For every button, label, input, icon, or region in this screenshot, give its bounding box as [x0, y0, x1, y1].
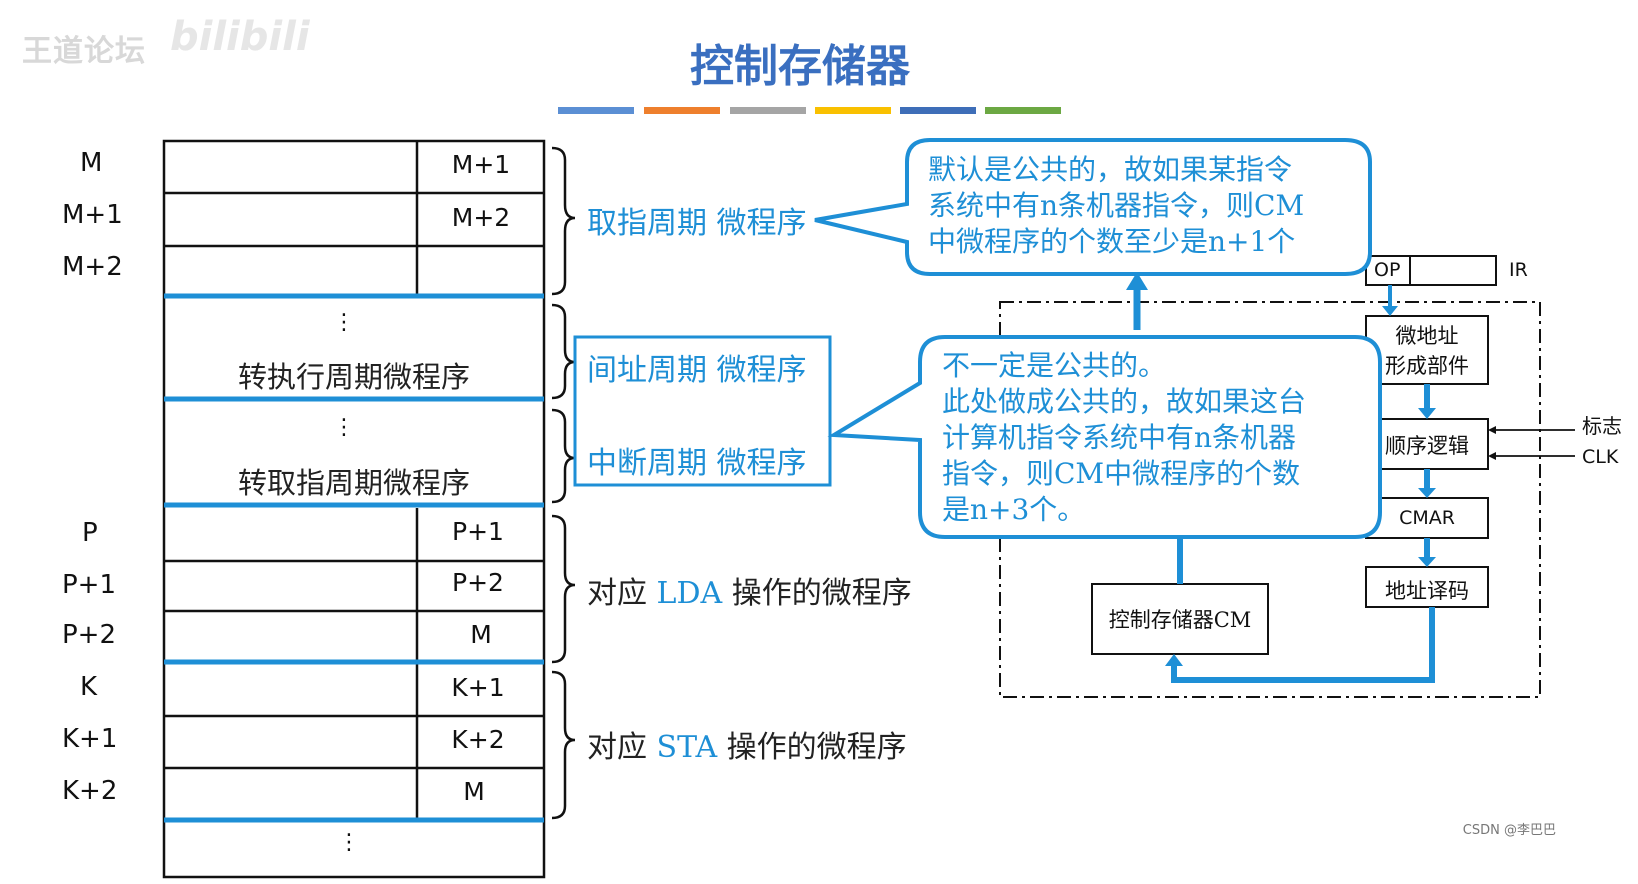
seq-logic-box: 顺序逻辑 [1385, 434, 1469, 458]
callout-bottom-text: 不一定是公共的。 此处做成公共的，故如果这台 计算机指令系统中有n条机器 指令，… [942, 348, 1306, 528]
lda-label: 对应 LDA 操作的微程序 [587, 568, 912, 612]
addr-gen-line: 形成部件 [1385, 354, 1469, 378]
section-separators [164, 293, 544, 823]
control-memory-box: 控制存储器CM [1108, 608, 1252, 632]
cmar-box: CMAR [1399, 507, 1455, 529]
lda-label-suffix: 操作的微程序 [722, 576, 912, 611]
next-addr-cell: M+1 [451, 150, 511, 179]
watermark-logo: bilibili [170, 14, 310, 60]
watermark-text: 王道论坛 [22, 34, 146, 69]
indirect-label: 间址周期 微程序 [587, 353, 807, 388]
lda-label-prefix: 对应 [587, 576, 657, 611]
callout-top-text: 默认是公共的，故如果某指令 系统中有n条机器指令，则CM 中微程序的个数至少是n… [928, 152, 1304, 260]
addr-label: M+2 [62, 252, 123, 282]
ellipsis-vertical: ⋮ [333, 310, 355, 335]
addr-label: M+1 [62, 200, 123, 230]
flag-label: 标志 [1582, 414, 1622, 438]
interrupt-block-text: 转取指周期微程序 [237, 466, 470, 500]
addr-gen-box: 微地址 形成部件 [1366, 320, 1488, 380]
fetch-label: 取指周期 微程序 [587, 206, 807, 241]
page-title: 控制存储器 [690, 41, 910, 92]
callout-line: 系统中有n条机器指令，则CM [928, 189, 1305, 222]
addr-decode-box: 地址译码 [1385, 579, 1469, 603]
interrupt-label: 中断周期 微程序 [587, 446, 807, 481]
addr-label: K+2 [62, 776, 118, 806]
next-addr-cell: K+2 [451, 725, 505, 754]
next-addr-cell: M+2 [451, 203, 511, 232]
callout-line: 默认是公共的，故如果某指令 [928, 153, 1293, 186]
ir-label: IR [1509, 259, 1528, 281]
sta-label: 对应 STA 操作的微程序 [587, 722, 907, 766]
clk-label: CLK [1582, 446, 1619, 468]
callout-top-bubble [814, 138, 1372, 276]
next-addr-cell: P+1 [452, 517, 504, 546]
callout-line: 计算机指令系统中有n条机器 [942, 421, 1297, 454]
ellipsis-vertical: ⋮ [333, 415, 355, 440]
callout-line: 是n+3个。 [942, 493, 1086, 526]
sta-label-suffix: 操作的微程序 [717, 730, 907, 765]
addr-gen-line: 微地址 [1395, 324, 1459, 348]
controller-arrows [1126, 272, 1436, 683]
indirect-interrupt-box [573, 335, 832, 487]
callout-line: 此处做成公共的，故如果这台 [942, 385, 1307, 418]
addr-label: M [80, 148, 103, 178]
sta-label-prefix: 对应 [587, 730, 657, 765]
controller-frame [999, 301, 1541, 698]
addr-label: K+1 [62, 724, 118, 754]
callout-line: 不一定是公共的。 [942, 349, 1167, 382]
ellipsis-vertical: ⋮ [338, 830, 360, 855]
addr-label: P [82, 518, 98, 548]
indirect-block-text: 转执行周期微程序 [237, 360, 470, 394]
op-field: OP [1374, 259, 1401, 281]
memory-table [162, 139, 546, 879]
callout-top-tail [814, 216, 831, 222]
sta-op: STA [656, 730, 718, 765]
callout-bottom-bubble [827, 335, 1382, 539]
lda-op: LDA [656, 576, 723, 611]
input-arrows [1488, 426, 1575, 460]
addr-label: P+2 [62, 620, 117, 650]
next-addr-cell: P+2 [452, 568, 504, 597]
braces [551, 146, 576, 820]
footer-credit: CSDN @李巴巴 [1462, 823, 1556, 838]
addr-label: K [80, 672, 98, 702]
color-bar [558, 107, 1061, 114]
next-addr-cell: M [463, 777, 485, 806]
addr-label: P+1 [62, 570, 117, 600]
next-addr-cell: M [470, 620, 492, 649]
callout-line: 中微程序的个数至少是n+1个 [928, 225, 1296, 258]
next-addr-cell: K+1 [451, 673, 505, 702]
callout-line: 指令，则CM中微程序的个数 [942, 457, 1301, 490]
